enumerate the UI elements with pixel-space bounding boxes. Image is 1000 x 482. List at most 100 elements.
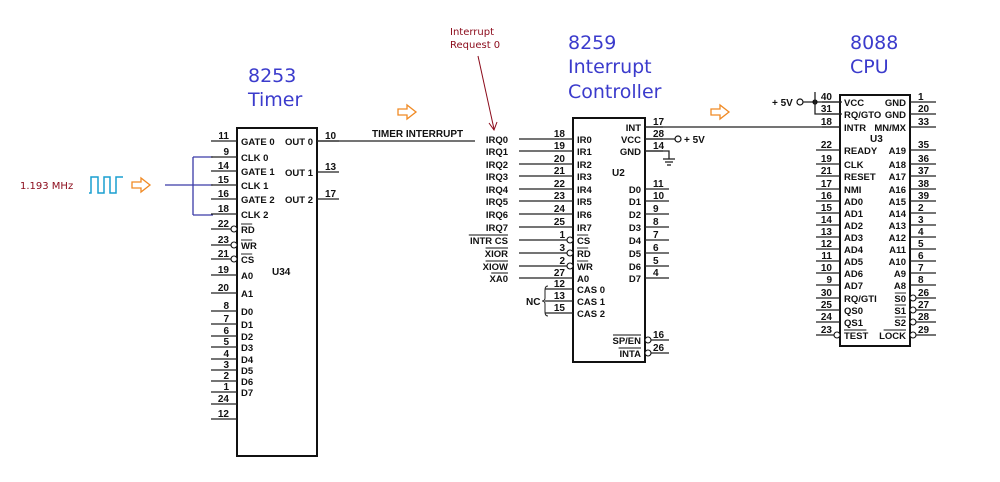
pin-name: OUT 1 — [285, 168, 314, 179]
pin-d7: 1D7 — [211, 382, 253, 399]
vcc-terminal-icon — [674, 135, 682, 143]
pin-number: 27 — [918, 300, 930, 311]
pin-name: CS — [241, 255, 254, 266]
pin-name: D7 — [629, 274, 641, 285]
pin-number: 21 — [218, 249, 230, 260]
cpu-title-line2: CPU — [850, 56, 889, 78]
pin-name: S1 — [894, 306, 906, 317]
pin-number: 21 — [554, 166, 566, 177]
signal-label-irq3: IRQ3 — [486, 172, 508, 183]
pin-number: 9 — [653, 204, 659, 215]
pin-name: IR1 — [577, 147, 593, 158]
pin-name: S0 — [894, 294, 906, 305]
pin-number: 26 — [653, 343, 665, 354]
pin-d5: 3D5 — [211, 360, 254, 377]
pin-name: D6 — [629, 262, 641, 273]
pin-name: A14 — [889, 209, 907, 220]
pin-number: 1 — [918, 92, 924, 103]
inversion-bubble-icon — [230, 255, 238, 263]
pin-name: VCC — [844, 98, 864, 109]
pin-name: AD6 — [844, 269, 863, 280]
pin-number: 10 — [653, 191, 665, 202]
pin-number: 6 — [223, 326, 229, 337]
pin-number: 5 — [918, 239, 924, 250]
pin-number: 14 — [821, 215, 833, 226]
pin-name: AD5 — [844, 257, 864, 268]
pic-title-line1: 8259 — [568, 32, 616, 54]
pin-name: A8 — [894, 281, 906, 292]
pin-name: RD — [241, 225, 255, 236]
pin-number: 5 — [223, 337, 229, 348]
pin-name: CLK 1 — [241, 181, 269, 192]
pin-number: 17 — [325, 189, 337, 200]
pin-d3: 5D3 — [211, 337, 253, 354]
signal-label-irq5: IRQ5 — [486, 197, 509, 208]
pin-name: A0 — [577, 274, 589, 285]
pin-number: 27 — [554, 268, 566, 279]
pin-name: AD3 — [844, 233, 863, 244]
pin-name: A13 — [889, 221, 906, 232]
pin-name: D3 — [629, 223, 641, 234]
cpu-title-line1: 8088 — [850, 32, 898, 54]
pin-number: 5 — [653, 256, 659, 267]
pin-d4: 7D4 — [629, 230, 669, 247]
pin-name: GND — [885, 98, 906, 109]
timer-title-line1: 8253 — [248, 65, 296, 87]
pin-name: CAS 1 — [577, 297, 606, 308]
pin-number: 10 — [325, 131, 337, 142]
signal-label-xa0: XA0 — [490, 274, 508, 285]
pin-d1: 7D1 — [211, 314, 254, 331]
timer-interrupt-label: TIMER INTERRUPT — [372, 129, 463, 140]
pin-name: READY — [844, 146, 878, 157]
pin-d4: 4D4 — [211, 349, 254, 366]
pin-number: 33 — [918, 117, 930, 128]
pin-d5: 6D5 — [629, 243, 669, 260]
pin-number: 30 — [821, 288, 833, 299]
pin-name: IR3 — [577, 172, 592, 183]
cpu-chip-body — [839, 94, 911, 347]
pin-wr: 2WR — [519, 256, 593, 273]
pin-name: GATE 0 — [241, 137, 275, 148]
inversion-bubble-icon — [644, 349, 652, 357]
pin-a9: 7A9 — [894, 263, 936, 280]
signal-label-intr-cs: INTR CS — [470, 236, 508, 247]
pin-d2: 6D2 — [211, 326, 253, 343]
pin-name: AD2 — [844, 221, 863, 232]
pin-name: D5 — [241, 366, 254, 377]
inversion-bubble-icon — [909, 306, 917, 314]
pin-number: 24 — [821, 312, 833, 323]
cpu-8088-chip: 40VCC31RQ/GTO18INTR22READY19CLK21RESET17… — [816, 92, 936, 347]
pin-name: WR — [577, 262, 593, 273]
pin-name: MN/MX — [874, 123, 906, 134]
pin-number: 29 — [918, 325, 930, 336]
pin-number: 35 — [918, 140, 930, 151]
pin-name: INTA — [620, 349, 642, 360]
pin-number: 39 — [918, 191, 930, 202]
pin-name: A18 — [889, 160, 906, 171]
inversion-bubble-icon — [909, 294, 917, 302]
pin-number: 3 — [223, 360, 229, 371]
